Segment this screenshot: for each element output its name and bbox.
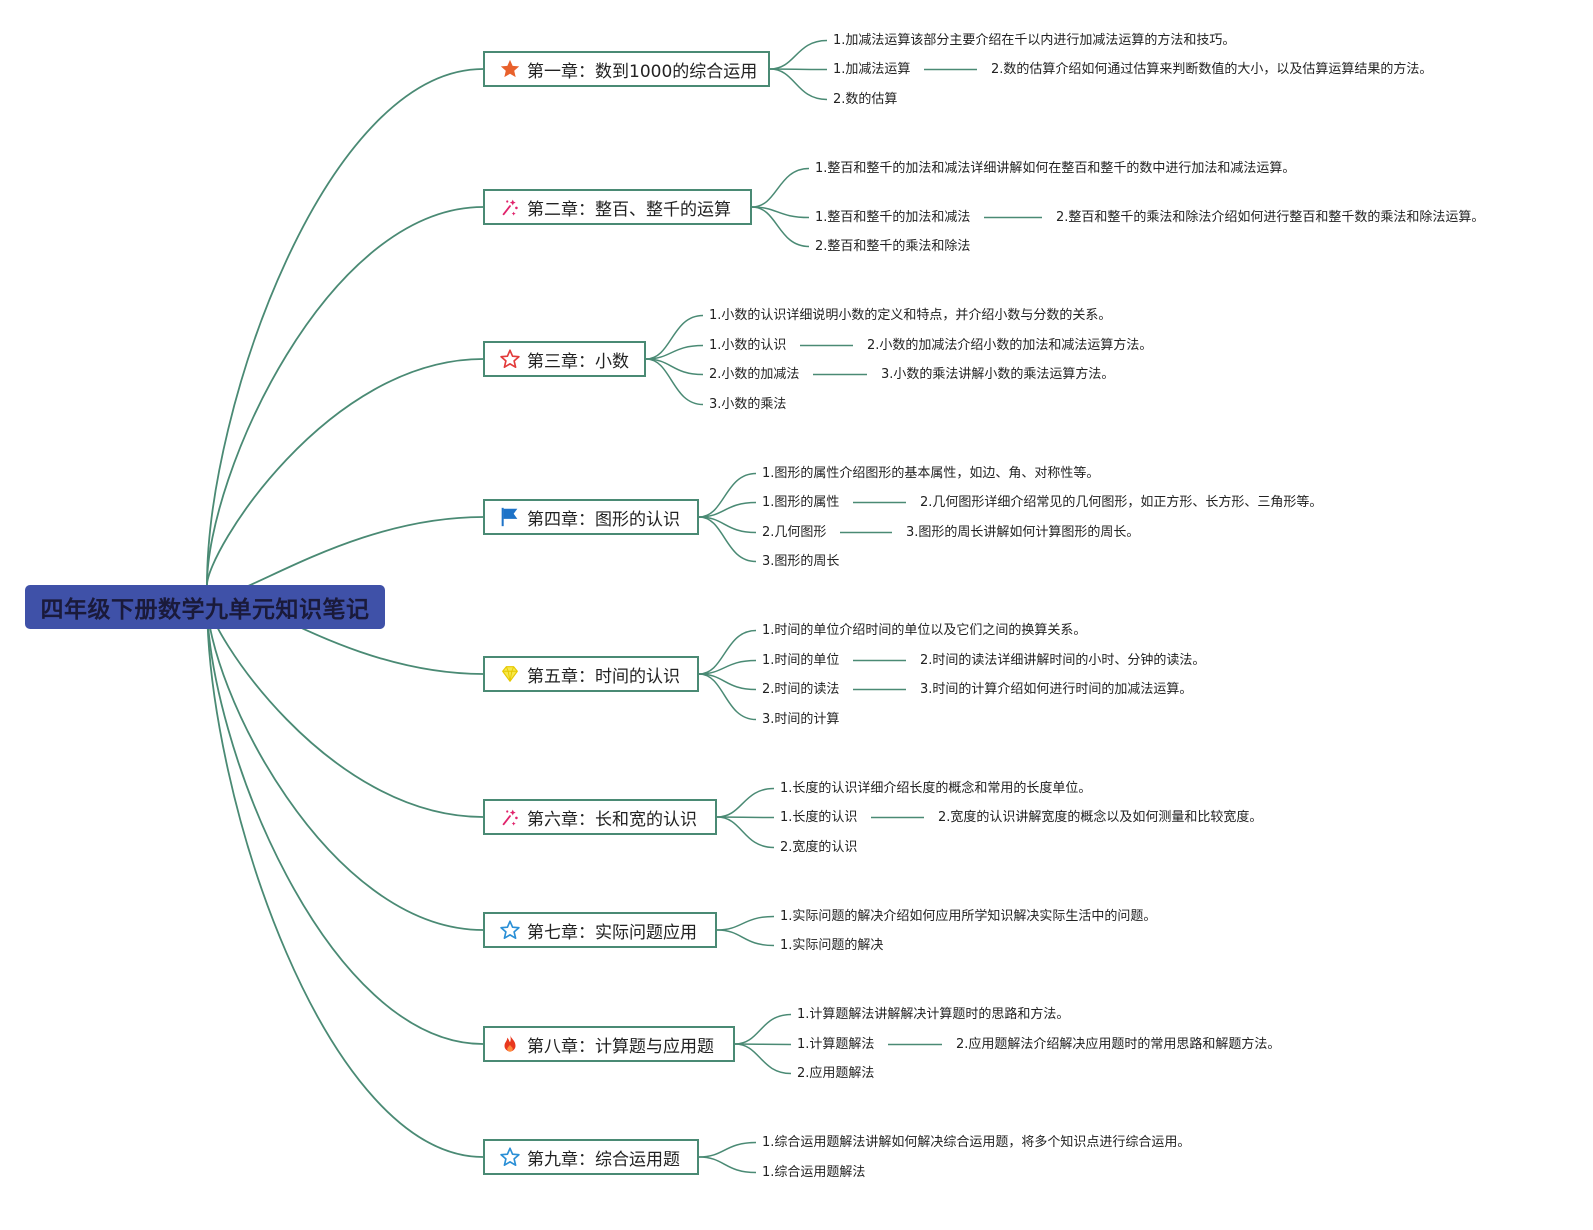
detail-node[interactable]: 2.小数的加减法介绍小数的加法和减法运算方法。 [867, 338, 1153, 353]
connector-line [751, 206, 810, 248]
topic-node[interactable]: 2.宽度的认识 [780, 840, 858, 855]
detail-node[interactable]: 2.数的估算介绍如何通过估算来判断数值的大小，以及估算运算结果的方法。 [991, 62, 1433, 77]
chapter-node-7[interactable]: 第七章：实际问题应用 [483, 912, 717, 948]
topic-node[interactable]: 1.长度的认识 [780, 810, 858, 825]
topic-node[interactable]: 1.时间的单位 [762, 653, 840, 668]
topic-node[interactable]: 3.时间的计算 [762, 712, 840, 727]
star-filled-icon [499, 58, 521, 80]
sparkle-icon [499, 196, 521, 218]
connector-line [698, 516, 757, 563]
chapter-label: 第四章：图形的认识 [527, 509, 680, 530]
connector-line [716, 816, 775, 819]
topic-node[interactable]: 1.整百和整千的加法和减法详细讲解如何在整百和整千的数中进行加法和减法运算。 [815, 161, 1296, 176]
topic-node[interactable]: 2.时间的读法 [762, 682, 840, 697]
connector-line [698, 673, 757, 721]
sparkle-icon [499, 806, 521, 828]
connector-line [769, 39, 828, 70]
chapter-label: 第三章：小数 [527, 351, 629, 372]
topic-node[interactable]: 1.长度的认识详细介绍长度的概念和常用的长度单位。 [780, 781, 1092, 796]
chapter-node-3[interactable]: 第三章：小数 [483, 341, 646, 377]
flag-icon [499, 506, 521, 528]
connector-line [206, 206, 484, 586]
chapter-node-6[interactable]: 第六章：长和宽的认识 [483, 799, 717, 835]
star-blue-outline-icon [499, 1146, 521, 1168]
topic-node[interactable]: 1.实际问题的解决 [780, 938, 884, 953]
connector-line [716, 816, 775, 849]
topic-node[interactable]: 3.小数的乘法 [709, 397, 787, 412]
chapter-label: 第九章：综合运用题 [527, 1149, 680, 1170]
connector-line [698, 472, 757, 518]
connector-line [206, 599, 484, 931]
chapter-label: 第二章：整百、整千的运算 [527, 199, 731, 220]
topic-node[interactable]: 1.图形的属性 [762, 495, 840, 510]
star-blue-outline-icon [499, 919, 521, 941]
connector-line [769, 68, 828, 71]
topic-node[interactable]: 1.计算题解法讲解解决计算题时的思路和方法。 [797, 1007, 1070, 1022]
connector-line [206, 599, 484, 1045]
chapter-label: 第七章：实际问题应用 [527, 922, 697, 943]
detail-node[interactable]: 2.几何图形详细介绍常见的几何图形，如正方形、长方形、三角形等。 [920, 495, 1323, 510]
detail-node[interactable]: 2.宽度的认识讲解宽度的概念以及如何测量和比较宽度。 [938, 810, 1263, 825]
connector-line [734, 1013, 792, 1045]
topic-node[interactable]: 1.综合运用题解法讲解如何解决综合运用题，将多个知识点进行综合运用。 [762, 1135, 1191, 1150]
chapter-node-8[interactable]: 第八章：计算题与应用题 [483, 1026, 735, 1062]
root-topic[interactable]: 四年级下册数学九单元知识笔记 [25, 585, 385, 629]
chapter-node-1[interactable]: 第一章：数到1000的综合运用 [483, 51, 770, 87]
connector-line [716, 929, 775, 947]
detail-node[interactable]: 3.小数的乘法讲解小数的乘法运算方法。 [881, 367, 1115, 382]
topic-node[interactable]: 1.小数的认识详细说明小数的定义和特点，并介绍小数与分数的关系。 [709, 308, 1112, 323]
star-outline-icon [499, 348, 521, 370]
detail-node[interactable]: 2.应用题解法介绍解决应用题时的常用思路和解题方法。 [956, 1037, 1281, 1052]
connector-line [645, 314, 704, 360]
topic-node[interactable]: 1.实际问题的解决介绍如何应用所学知识解决实际生活中的问题。 [780, 909, 1157, 924]
chapter-label: 第六章：长和宽的认识 [527, 809, 697, 830]
chapter-node-9[interactable]: 第九章：综合运用题 [483, 1139, 699, 1175]
topic-node[interactable]: 1.计算题解法 [797, 1037, 875, 1052]
detail-node[interactable]: 2.整百和整千的乘法和除法介绍如何进行整百和整千数的乘法和除法运算。 [1056, 210, 1485, 225]
detail-node[interactable]: 3.图形的周长讲解如何计算图形的周长。 [906, 525, 1140, 540]
connector-line [698, 659, 757, 675]
connector-line [206, 599, 484, 818]
topic-node[interactable]: 2.整百和整千的乘法和除法 [815, 239, 971, 254]
chapter-node-2[interactable]: 第二章：整百、整千的运算 [483, 189, 752, 225]
diamond-icon [499, 663, 521, 685]
topic-node[interactable]: 1.加减法运算 [833, 62, 911, 77]
chapter-node-5[interactable]: 第五章：时间的认识 [483, 656, 699, 692]
topic-node[interactable]: 1.加减法运算该部分主要介绍在千以内进行加减法运算的方法和技巧。 [833, 33, 1236, 48]
chapter-label: 第五章：时间的认识 [527, 666, 680, 687]
connector-line [751, 167, 810, 208]
connector-line [698, 629, 757, 675]
chapter-node-4[interactable]: 第四章：图形的认识 [483, 499, 699, 535]
topic-node[interactable]: 2.应用题解法 [797, 1066, 875, 1081]
chapter-label: 第一章：数到1000的综合运用 [527, 61, 758, 82]
connector-line [645, 358, 704, 406]
connector-line [734, 1043, 792, 1046]
connector-line [698, 501, 757, 518]
connector-line [769, 68, 828, 101]
connector-line [206, 68, 484, 586]
topic-node[interactable]: 1.图形的属性介绍图形的基本属性，如边、角、对称性等。 [762, 466, 1100, 481]
connector-line [206, 599, 484, 1158]
topic-node[interactable]: 1.整百和整千的加法和减法 [815, 210, 971, 225]
chapter-label: 第八章：计算题与应用题 [527, 1036, 714, 1057]
fire-icon [499, 1033, 521, 1055]
topic-node[interactable]: 2.数的估算 [833, 92, 898, 107]
connector-line [698, 1156, 757, 1174]
connector-line [206, 358, 484, 586]
connector-line [698, 1141, 757, 1158]
detail-node[interactable]: 3.时间的计算介绍如何进行时间的加减法运算。 [920, 682, 1193, 697]
connector-line [716, 787, 775, 818]
topic-node[interactable]: 1.综合运用题解法 [762, 1165, 866, 1180]
topic-node[interactable]: 2.小数的加减法 [709, 367, 800, 382]
topic-node[interactable]: 1.小数的认识 [709, 338, 787, 353]
connector-line [645, 344, 704, 360]
topic-node[interactable]: 2.几何图形 [762, 525, 827, 540]
topic-node[interactable]: 1.时间的单位介绍时间的单位以及它们之间的换算关系。 [762, 623, 1087, 638]
connector-line [734, 1043, 792, 1075]
connector-line [716, 915, 775, 931]
topic-node[interactable]: 3.图形的周长 [762, 554, 840, 569]
detail-node[interactable]: 2.时间的读法详细讲解时间的小时、分钟的读法。 [920, 653, 1206, 668]
